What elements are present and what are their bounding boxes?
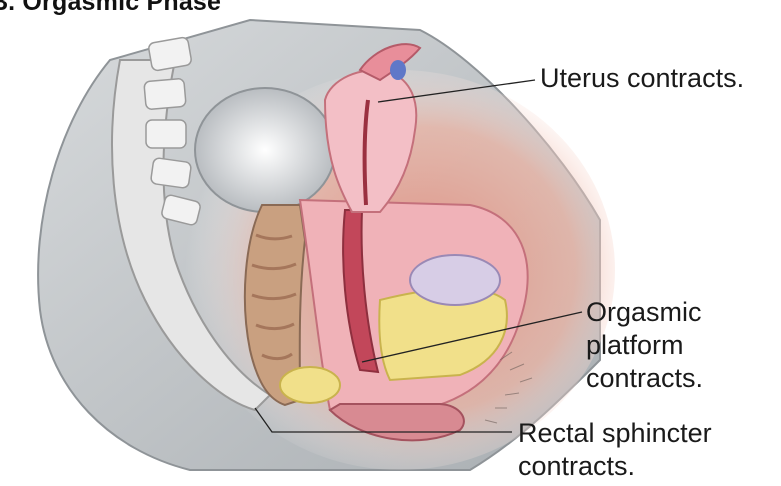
gland — [410, 255, 500, 305]
label-platform-line2: platform — [586, 329, 703, 362]
label-uterus: Uterus contracts. — [540, 62, 744, 95]
label-platform-line3: contracts. — [586, 362, 703, 395]
label-platform: Orgasmic platform contracts. — [586, 296, 703, 395]
label-rectal-line1: Rectal sphincter — [518, 417, 712, 450]
label-platform-line1: Orgasmic — [586, 296, 703, 329]
label-rectal: Rectal sphincter contracts. — [518, 417, 712, 483]
bowel-organ — [195, 88, 335, 212]
ovary — [390, 60, 406, 80]
fat-tissue-small — [280, 367, 340, 403]
label-rectal-line2: contracts. — [518, 450, 712, 483]
